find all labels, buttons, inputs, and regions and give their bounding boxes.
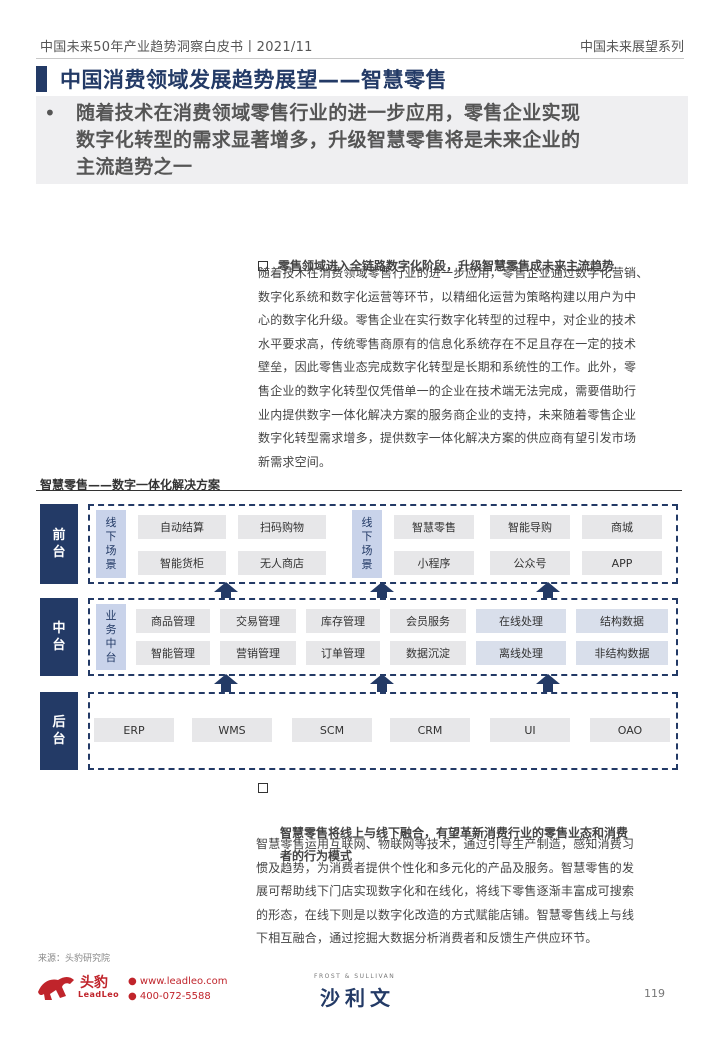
back-layer-frame [88, 692, 678, 770]
source-note: 来源：头豹研究院 [38, 954, 111, 964]
phone-icon: ● [128, 991, 140, 1002]
section2-heading-row: 智慧零售将线上与线下融合，有望革新消费行业的零售业态和消费 者的行为模式 [258, 776, 688, 891]
website-text: www.leadleo.com [139, 976, 228, 987]
section2-heading: 智慧零售将线上与线下融合，有望革新消费行业的零售业态和消费 者的行为模式 [280, 826, 629, 863]
checkbox-bullet-icon [258, 260, 268, 271]
front-layer-label: 前 台 [40, 504, 78, 584]
front-item: 智能导购 [490, 515, 570, 539]
frost-sullivan-cn: 沙利文 [320, 986, 395, 1010]
back-item: CRM [390, 718, 470, 742]
middle-layer-label: 中 台 [40, 598, 78, 676]
up-arrow-icon [214, 674, 238, 694]
back-item: ERP [94, 718, 174, 742]
back-item: SCM [292, 718, 372, 742]
middle-item: 订单管理 [306, 641, 380, 665]
diagram-title: 智慧零售——数字一体化解决方案 [40, 478, 221, 492]
back-layer-label: 后 台 [40, 692, 78, 770]
header-series-name: 中国未来展望系列 [579, 40, 684, 55]
front-item: 商城 [582, 515, 662, 539]
front-item: 自动结算 [138, 515, 226, 539]
middle-item: 智能管理 [136, 641, 210, 665]
back-item: WMS [192, 718, 272, 742]
phone-text: 400-072-5588 [139, 991, 211, 1002]
section1-heading-row: 零售领域进入全链路数字化阶段，升级智慧零售成未来主流趋势 [258, 232, 614, 278]
front-online-label: 线 下 场 景 [352, 510, 382, 578]
back-item: UI [490, 718, 570, 742]
front-item: 公众号 [490, 551, 570, 575]
title-accent-bar [36, 66, 47, 92]
frost-sullivan-en: FROST & SULLIVAN [314, 973, 396, 980]
subtitle-box [36, 96, 688, 184]
up-arrow-icon [536, 582, 560, 602]
page-number: 119 [644, 987, 665, 1000]
front-item: 扫码购物 [238, 515, 326, 539]
front-item: 智慧零售 [394, 515, 474, 539]
section1-heading: 零售领域进入全链路数字化阶段，升级智慧零售成未来主流趋势 [278, 259, 615, 273]
header-doc-title: 中国未来50年产业趋势洞察白皮书丨2021/11 [40, 40, 313, 55]
up-arrow-icon [536, 674, 560, 694]
page-title: 中国消费领域发展趋势展望——智慧零售 [60, 68, 447, 92]
subtitle-text: 随着技术在消费领域零售行业的进一步应用，零售企业实现 数字化转型的需求显著增多，… [76, 102, 581, 178]
middle-item: 商品管理 [136, 609, 210, 633]
checkbox-bullet-icon [258, 783, 268, 793]
logo-cn-text: 头豹 [80, 975, 108, 991]
diagram-title-rule [36, 490, 682, 491]
front-item: 无人商店 [238, 551, 326, 575]
logo-en-text: LeadLeo [78, 990, 120, 999]
subtitle-bullet: • [44, 101, 56, 125]
section2-body: 智慧零售运用互联网、物联网等技术，通过引导生产制造，感知消费习 惯及趋势，为消费… [256, 837, 635, 946]
middle-item: 在线处理 [476, 609, 566, 633]
front-item: 小程序 [394, 551, 474, 575]
up-arrow-icon [370, 674, 394, 694]
middle-item: 数据沉淀 [390, 641, 466, 665]
middle-item: 营销管理 [220, 641, 296, 665]
middle-item: 交易管理 [220, 609, 296, 633]
back-item: OAO [590, 718, 670, 742]
front-item: 智能货柜 [138, 551, 226, 575]
middle-item: 结构数据 [576, 609, 668, 633]
website-link[interactable]: ● www.leadleo.com [128, 976, 228, 987]
middle-item: 离线处理 [476, 641, 566, 665]
front-item: APP [582, 551, 662, 575]
web-icon: ● [128, 976, 140, 987]
section1-body: 随着技术在消费领域零售行业的进一步应用，零售企业通过数字化营销、 数字化系统和数… [258, 266, 649, 469]
up-arrow-icon [370, 582, 394, 602]
phone-number: ● 400-072-5588 [128, 991, 211, 1002]
leopard-logo-icon [38, 977, 74, 1000]
middle-side-label: 业 务 中 台 [96, 604, 126, 670]
middle-item: 会员服务 [390, 609, 466, 633]
middle-item: 库存管理 [306, 609, 380, 633]
front-offline-label: 线 下 场 景 [96, 510, 126, 578]
header-divider [36, 58, 684, 59]
middle-item: 非结构数据 [576, 641, 668, 665]
up-arrow-icon [214, 582, 238, 602]
